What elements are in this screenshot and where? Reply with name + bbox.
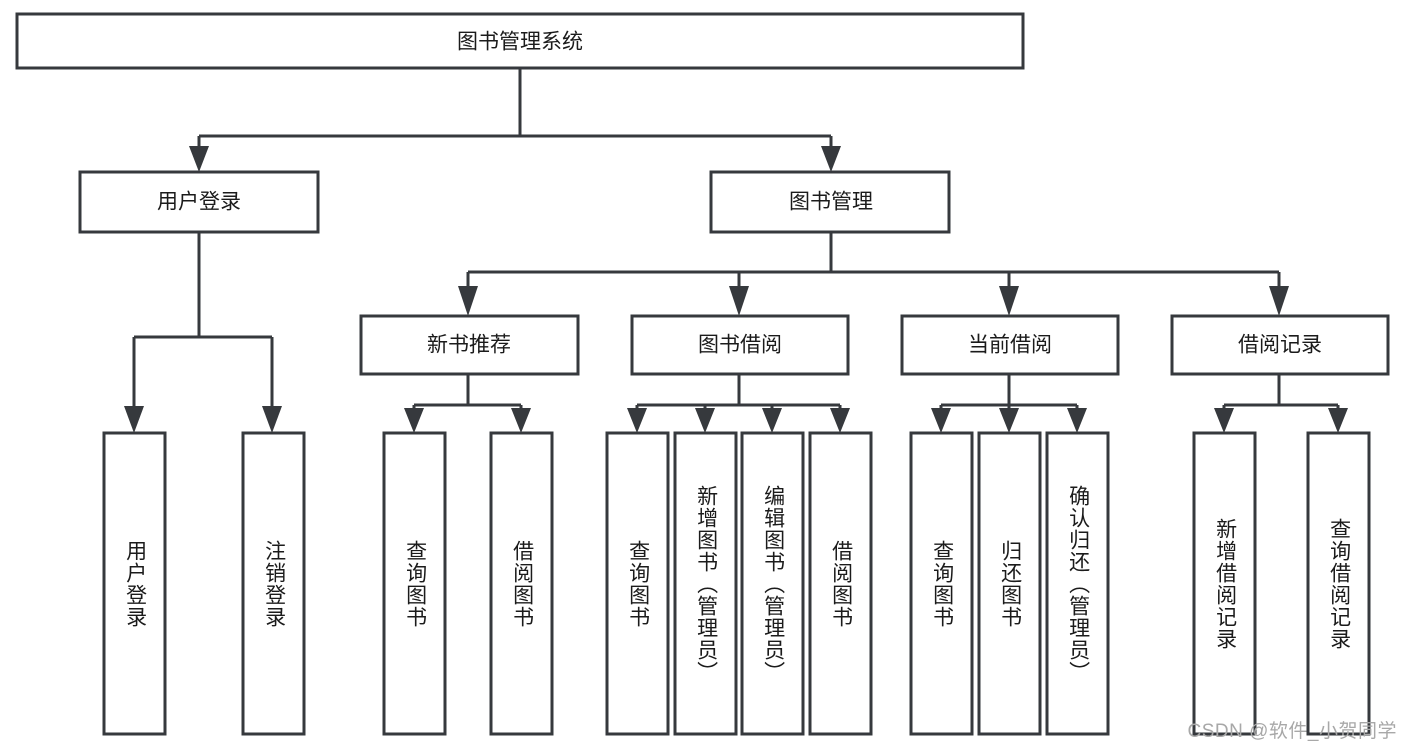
node-book-management[interactable]: 图书管理 (709, 170, 951, 234)
node-box-borrow-record[interactable] (1170, 314, 1390, 376)
arrow-head-bb-edit-book (762, 408, 782, 433)
arrow-head-borrow-record (1269, 286, 1289, 316)
arrow-head-cb-query-book (931, 408, 951, 433)
node-new-book-recommend[interactable]: 新书推荐 (359, 314, 580, 376)
node-label-user-login: 用户登录 (157, 191, 241, 214)
node-current-borrow[interactable]: 当前借阅 (900, 314, 1120, 376)
arrow-head-cb-return-book (999, 408, 1019, 433)
node-box-root[interactable] (15, 12, 1025, 70)
node-label-root: 图书管理系统 (457, 31, 583, 54)
node-box-leaf-nb-borrow-book[interactable] (489, 431, 554, 736)
arrow-head-book-borrow (729, 286, 749, 316)
node-box-leaf-br-query-record[interactable] (1306, 431, 1371, 736)
arrow-head-br-add-record (1214, 408, 1234, 433)
csdn-watermark: CSDN @软件_小贺同学 (1187, 721, 1397, 742)
node-box-leaf-cb-confirm-return[interactable] (1045, 431, 1110, 736)
arrow-head-bb-query-book (627, 408, 647, 433)
arrow-head-user-login (189, 146, 209, 172)
arrow-head-bb-add-book (695, 408, 715, 433)
arrow-head-nb-query-book (404, 408, 424, 433)
arrow-head-nb-borrow-book (511, 408, 531, 433)
node-box-user-login[interactable] (78, 170, 320, 234)
node-box-leaf-user-login[interactable] (102, 431, 167, 736)
node-label-new-book-recommend: 新书推荐 (427, 334, 511, 357)
node-box-leaf-bb-add-book[interactable] (673, 431, 738, 736)
node-user-login[interactable]: 用户登录 (78, 170, 320, 234)
connector-group (124, 68, 1348, 433)
arrow-head-bb-borrow-book (830, 408, 850, 433)
node-box-book-management[interactable] (709, 170, 951, 234)
arrow-head-leaf-user-login (124, 406, 144, 433)
node-box-leaf-br-add-record[interactable] (1192, 431, 1257, 736)
node-root-book-management-system[interactable]: 图书管理系统 (15, 12, 1025, 70)
node-box-book-borrow[interactable] (630, 314, 850, 376)
node-box-leaf-nb-query-book[interactable] (382, 431, 447, 736)
node-box-leaf-logout[interactable] (241, 431, 306, 736)
arrow-head-br-query-record (1328, 408, 1348, 433)
node-book-borrow[interactable]: 图书借阅 (630, 314, 850, 376)
arrow-head-book-mgmt (821, 146, 841, 172)
node-box-leaf-bb-borrow-book[interactable] (808, 431, 873, 736)
node-box-leaf-bb-query-book[interactable] (605, 431, 670, 736)
node-box-leaf-cb-query-book[interactable] (909, 431, 974, 736)
arrow-head-current-borrow (999, 286, 1019, 316)
arrow-head-new-book-recommend (458, 286, 478, 316)
node-label-book-borrow: 图书借阅 (698, 334, 782, 357)
node-box-current-borrow[interactable] (900, 314, 1120, 376)
node-box-leaf-cb-return-book[interactable] (977, 431, 1042, 736)
node-box-leaf-bb-edit-book[interactable] (740, 431, 805, 736)
node-box-new-book-recommend[interactable] (359, 314, 580, 376)
node-label-borrow-record: 借阅记录 (1238, 334, 1322, 357)
node-borrow-record[interactable]: 借阅记录 (1170, 314, 1390, 376)
node-label-current-borrow: 当前借阅 (968, 334, 1052, 357)
node-label-book-management: 图书管理 (789, 191, 873, 214)
arrow-head-leaf-logout (262, 406, 282, 433)
arrow-head-cb-confirm-return (1067, 408, 1087, 433)
